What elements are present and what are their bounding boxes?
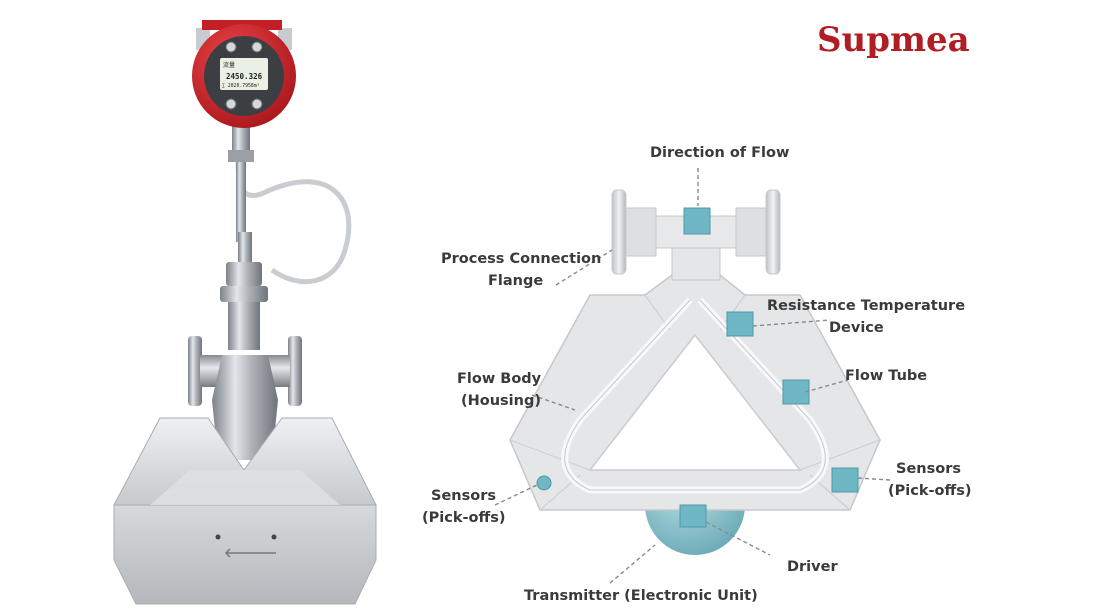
label-rtd-line2: Device	[829, 320, 884, 336]
lcd-line-1: 流量	[223, 61, 235, 69]
label-flow-body: Flow Body	[457, 371, 542, 387]
transmitter-stem	[236, 162, 246, 242]
flange-right	[288, 336, 302, 406]
key-button-icon	[225, 41, 237, 53]
flange-left	[188, 336, 202, 406]
signal-cable	[235, 159, 352, 285]
label-process-connection-line2: Flange	[488, 273, 543, 289]
label-sensors-right-line2: (Pick-offs)	[888, 483, 971, 499]
flow-tube-marker	[782, 379, 810, 405]
sensor-right-marker	[831, 467, 859, 493]
flow-arrow-icon	[224, 548, 276, 558]
lcd-screen	[220, 58, 268, 90]
label-sensors-left: Sensors	[431, 488, 496, 504]
brand-logo: Supmea	[817, 20, 970, 60]
label-driver: Driver	[787, 559, 838, 575]
process-flange-left	[611, 189, 627, 275]
key-button-icon	[251, 41, 263, 53]
driver-marker	[679, 504, 707, 528]
label-flow-body-line2: (Housing)	[461, 393, 541, 409]
rtd-marker	[726, 311, 754, 337]
label-rtd: Resistance Temperature	[767, 298, 965, 314]
lcd-line-3: ∑ 2020.7958m³	[222, 83, 260, 89]
key-button-icon	[225, 98, 237, 110]
label-process-connection: Process Connection	[441, 251, 601, 267]
manifold	[212, 355, 278, 460]
label-sensors-right: Sensors	[896, 461, 961, 477]
process-flange-right	[765, 189, 781, 275]
meter-product-illustration: 流量 2450.326 ∑ 2020.7958m³	[113, 20, 377, 605]
upper-neck	[226, 262, 262, 286]
label-transmitter: Transmitter (Electronic Unit)	[524, 588, 758, 604]
case-front	[113, 504, 377, 605]
label-direction-of-flow: Direction of Flow	[650, 145, 789, 161]
lcd-value: 2450.326	[226, 72, 263, 81]
transmitter-head: 流量 2450.326 ∑ 2020.7958m³	[192, 20, 296, 128]
coriolis-schematic	[494, 168, 891, 584]
label-flow-tube: Flow Tube	[845, 368, 927, 384]
sensor-left-marker	[536, 475, 552, 491]
direction-marker	[683, 207, 711, 235]
key-button-icon	[251, 98, 263, 110]
label-sensors-left-line2: (Pick-offs)	[422, 510, 505, 526]
